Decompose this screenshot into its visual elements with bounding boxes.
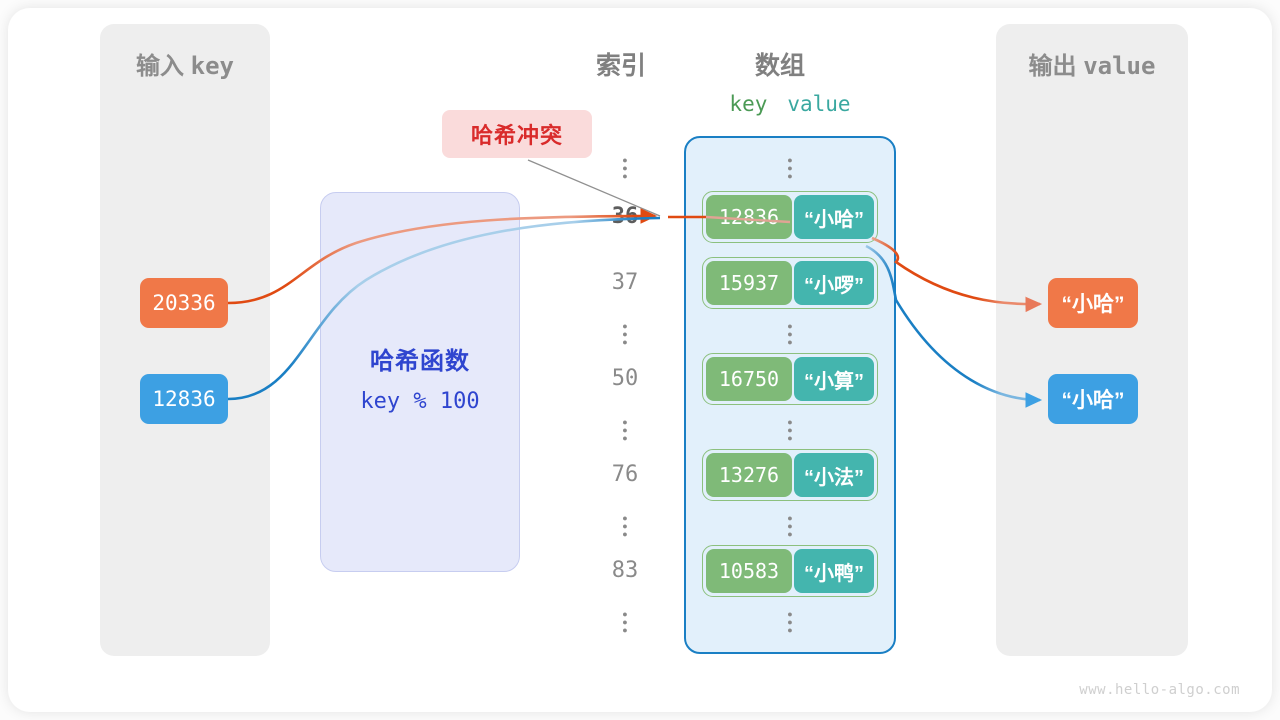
index-label-83: 83 [611, 558, 639, 583]
cell-key: 13276 [706, 453, 792, 497]
cell-value: “小啰” [794, 261, 874, 305]
index-column-title: 索引 [596, 52, 647, 80]
index-label-50: 50 [611, 366, 639, 391]
table-row: 13276“小法” [702, 449, 878, 501]
cell-value: “小算” [794, 357, 874, 401]
input-key-0: 20336 [140, 278, 228, 328]
output-panel-title-mono: value [1083, 52, 1156, 80]
input-key-panel: 输入 key [100, 24, 270, 656]
index-ellipsis: ●●● [622, 513, 628, 539]
cell-value: “小哈” [794, 195, 874, 239]
index-ellipsis: ●●● [622, 321, 628, 347]
hash-function-expression: key % 100 [360, 389, 480, 414]
index-label-36: 36 [611, 204, 639, 229]
array-column-title: 数组 [755, 52, 806, 80]
cell-key: 15937 [706, 261, 792, 305]
array-ellipsis: ●●● [787, 417, 793, 443]
output-value-1: “小哈” [1048, 374, 1138, 424]
output-value-panel: 输出 value [996, 24, 1188, 656]
input-panel-title-cn: 输入 [135, 53, 184, 80]
input-panel-title: 输入 key [100, 46, 270, 81]
table-row: 10583“小鸭” [702, 545, 878, 597]
watermark: www.hello-algo.com [1079, 682, 1240, 698]
hash-collision-badge: 哈希冲突 [442, 110, 592, 158]
output-panel-title-cn: 输出 [1028, 53, 1077, 80]
cell-key: 12836 [706, 195, 792, 239]
index-label-76: 76 [611, 462, 639, 487]
hash-function-box: 哈希函数 key % 100 [320, 192, 520, 572]
index-ellipsis: ●●● [622, 155, 628, 181]
cell-key: 16750 [706, 357, 792, 401]
input-panel-title-mono: key [190, 52, 235, 80]
table-row: 15937“小啰” [702, 257, 878, 309]
table-row: 16750“小算” [702, 353, 878, 405]
key-header-label: key [729, 92, 768, 116]
array-ellipsis: ●●● [787, 513, 793, 539]
value-header-label: value [787, 92, 851, 116]
input-key-1: 12836 [140, 374, 228, 424]
cell-value: “小鸭” [794, 549, 874, 593]
array-ellipsis: ●●● [787, 155, 793, 181]
index-label-37: 37 [611, 270, 639, 295]
key-value-header: key value [684, 92, 896, 116]
output-panel-title: 输出 value [996, 46, 1188, 81]
array-ellipsis: ●●● [787, 321, 793, 347]
index-ellipsis: ●●● [622, 417, 628, 443]
index-ellipsis: ●●● [622, 609, 628, 635]
table-row: 12836“小哈” [702, 191, 878, 243]
cell-value: “小法” [794, 453, 874, 497]
output-value-0: “小哈” [1048, 278, 1138, 328]
cell-key: 10583 [706, 549, 792, 593]
hash-function-title: 哈希函数 [370, 348, 470, 375]
array-ellipsis: ●●● [787, 609, 793, 635]
